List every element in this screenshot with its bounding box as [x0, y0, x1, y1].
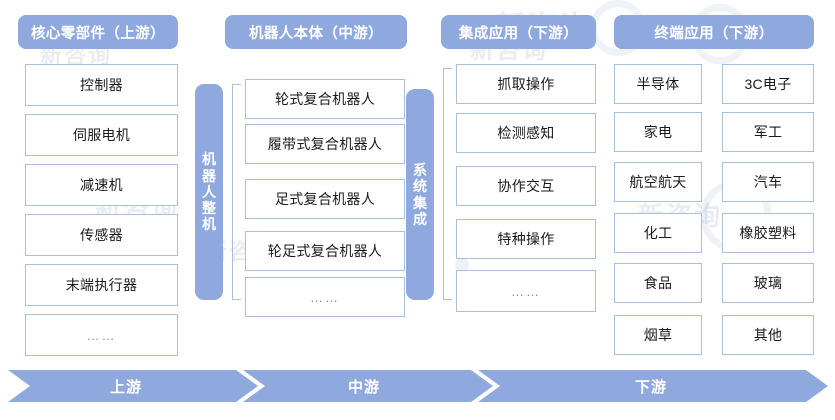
item-label: 协作交互 [497, 178, 555, 194]
item-box[interactable]: 橡胶塑料 [722, 213, 814, 253]
item-box[interactable]: 半导体 [614, 64, 702, 104]
column-header-midstream-robot-body[interactable]: 机器人本体（中游） [225, 15, 407, 49]
item-label: 食品 [643, 275, 673, 291]
column-header-downstream-integrated-application[interactable]: 集成应用（下游） [441, 15, 596, 49]
item-box[interactable]: 化工 [614, 213, 702, 253]
item-box[interactable]: 特种操作 [456, 219, 596, 259]
item-box[interactable]: 末端执行器 [25, 264, 178, 306]
item-box[interactable]: 检测感知 [456, 113, 596, 153]
item-label: 控制器 [80, 77, 123, 93]
item-box[interactable]: 玻璃 [722, 263, 814, 303]
item-label: 其他 [753, 327, 783, 343]
item-box[interactable]: 履带式复合机器人 [245, 124, 405, 164]
column-header-label: 核心零部件（上游） [30, 25, 166, 42]
item-box[interactable]: 协作交互 [456, 166, 596, 206]
flow-arrow-downstream[interactable]: 下游 [478, 370, 828, 402]
item-box-ellipsis[interactable]: …… [25, 314, 178, 356]
bracket-connector-midstream [232, 84, 241, 300]
vertical-bar-label: 机器人整机 [202, 151, 216, 233]
item-label: 烟草 [643, 327, 673, 343]
flow-arrow-upstream[interactable]: 上游 [8, 370, 258, 402]
item-box[interactable]: 伺服电机 [25, 114, 178, 156]
item-label: 3C电子 [744, 76, 792, 92]
column-header-label: 集成应用（下游） [458, 25, 579, 42]
item-label: 玻璃 [753, 275, 783, 291]
item-box[interactable]: 减速机 [25, 164, 178, 206]
item-label: 航空航天 [629, 174, 687, 190]
item-label: 传感器 [80, 227, 123, 243]
item-label: 减速机 [80, 177, 123, 193]
flow-arrow-midstream[interactable]: 中游 [243, 370, 493, 402]
flow-arrow-label: 下游 [634, 378, 667, 396]
item-box[interactable]: 控制器 [25, 64, 178, 106]
item-label: 足式复合机器人 [274, 191, 376, 207]
item-label: 轮足式复合机器人 [267, 243, 383, 259]
item-label: 化工 [643, 225, 673, 241]
item-box[interactable]: 抓取操作 [456, 64, 596, 104]
item-label: 军工 [753, 124, 783, 140]
item-label: 家电 [643, 124, 673, 140]
item-label: 汽车 [753, 174, 783, 190]
item-label: 履带式复合机器人 [267, 136, 383, 152]
item-box[interactable]: 轮式复合机器人 [245, 79, 405, 119]
column-header-downstream-terminal-application[interactable]: 终端应用（下游） [614, 15, 814, 49]
item-label: 橡胶塑料 [739, 225, 797, 241]
item-box[interactable]: 轮足式复合机器人 [245, 231, 405, 271]
item-box[interactable]: 传感器 [25, 214, 178, 256]
vertical-bar-system-integration[interactable]: 系统集成 [406, 89, 434, 300]
item-box[interactable]: 足式复合机器人 [245, 179, 405, 219]
item-box[interactable]: 3C电子 [722, 64, 814, 104]
item-box[interactable]: 家电 [614, 112, 702, 152]
vertical-bar-robot-whole-machine[interactable]: 机器人整机 [195, 84, 223, 300]
item-box[interactable]: 食品 [614, 263, 702, 303]
bracket-connector-downstream [443, 68, 452, 300]
flow-arrow-label: 中游 [347, 378, 380, 396]
item-box-ellipsis[interactable]: …… [456, 270, 596, 312]
item-box[interactable]: 军工 [722, 112, 814, 152]
vertical-bar-label: 系统集成 [413, 162, 427, 227]
column-header-upstream-core-components[interactable]: 核心零部件（上游） [18, 15, 178, 49]
item-label: 末端执行器 [65, 277, 138, 293]
column-header-label: 机器人本体（中游） [248, 25, 384, 42]
item-box[interactable]: 烟草 [614, 315, 702, 355]
item-label: …… [511, 283, 541, 299]
item-label: 特种操作 [497, 231, 555, 247]
column-header-label: 终端应用（下游） [654, 25, 774, 42]
item-box-ellipsis[interactable]: …… [245, 277, 405, 317]
item-label: …… [310, 289, 340, 305]
item-label: …… [86, 327, 117, 343]
item-label: 检测感知 [497, 125, 555, 141]
item-label: 伺服电机 [72, 127, 131, 143]
item-box[interactable]: 其他 [722, 315, 814, 355]
item-box[interactable]: 汽车 [722, 162, 814, 202]
item-box[interactable]: 航空航天 [614, 162, 702, 202]
item-label: 半导体 [636, 76, 680, 92]
item-label: 抓取操作 [497, 76, 555, 92]
item-label: 轮式复合机器人 [274, 91, 376, 107]
flow-arrow-label: 上游 [109, 378, 142, 396]
